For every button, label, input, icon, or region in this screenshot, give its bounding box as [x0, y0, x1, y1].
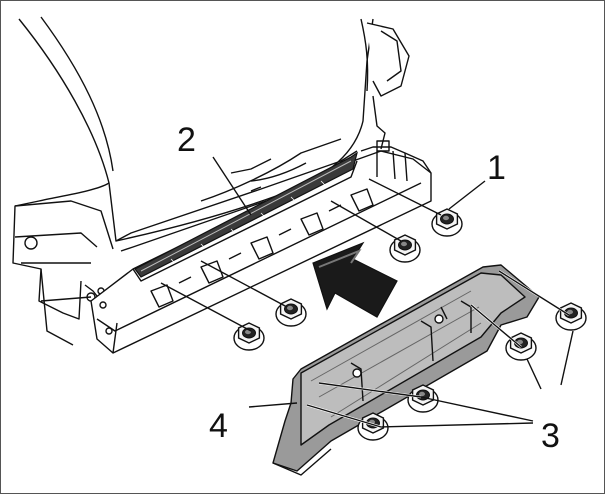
vehicle-body: [12, 16, 410, 346]
hex-nut-icon: [275, 298, 307, 327]
direction-arrow-icon: [312, 241, 398, 318]
callout-3: 3: [541, 417, 560, 455]
callout-1: 1: [487, 149, 506, 187]
part-2-strip: [134, 151, 358, 278]
hex-nut-icon: [505, 332, 537, 361]
hex-nut-icon: [389, 234, 421, 263]
hex-nut-icon: [233, 322, 265, 351]
callout-4: 4: [209, 407, 228, 445]
leader-lines: [160, 156, 574, 429]
hex-nut-icon: [431, 208, 463, 237]
part-4-cover: [272, 264, 540, 476]
callout-2: 2: [177, 121, 196, 159]
hex-nut-icon: [555, 302, 587, 331]
